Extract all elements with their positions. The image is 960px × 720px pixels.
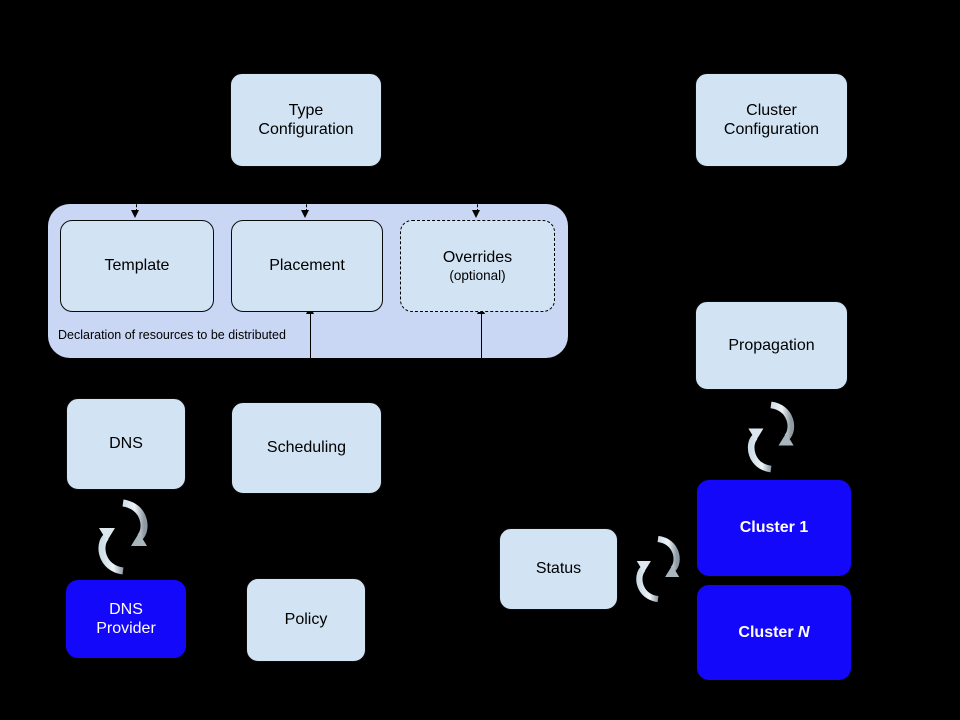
node-status[interactable]: Status	[499, 528, 618, 610]
sync-arrows-icon-dns	[88, 496, 158, 578]
node-cluster-1-label: Cluster 1	[739, 519, 809, 537]
node-dns[interactable]: DNS	[66, 398, 186, 490]
sync-arrows-icon-status	[627, 530, 689, 608]
federated-container-caption: Declaration of resources to be distribut…	[58, 328, 286, 342]
node-cluster-1[interactable]: Cluster 1	[697, 480, 851, 576]
node-cluster-configuration[interactable]: Cluster Configuration	[695, 73, 848, 167]
connector-policy-to-overrides	[481, 313, 482, 358]
connector-type-config-to-placement	[306, 190, 307, 212]
node-policy-label: Policy	[284, 611, 328, 629]
node-cluster-n[interactable]: Cluster N	[697, 585, 851, 680]
node-propagation-label: Propagation	[728, 336, 815, 354]
node-cluster-n-label: Cluster N	[738, 623, 810, 641]
node-cluster-configuration-label: Cluster Configuration	[723, 101, 820, 138]
arrowhead-overrides	[472, 210, 480, 218]
node-type-configuration-label: Type Configuration	[258, 101, 354, 138]
arrowhead-template	[131, 210, 139, 218]
node-dns-provider[interactable]: DNS Provider	[66, 580, 186, 658]
connector-scheduling-to-placement	[310, 313, 311, 358]
node-policy[interactable]: Policy	[246, 578, 366, 662]
node-placement-label: Placement	[269, 257, 345, 275]
node-status-label: Status	[535, 560, 582, 578]
node-placement[interactable]: Placement	[231, 220, 383, 312]
node-scheduling[interactable]: Scheduling	[231, 402, 382, 494]
node-overrides[interactable]: Overrides (optional)	[400, 220, 555, 312]
connector-type-config-to-template	[136, 190, 137, 212]
arrowhead-placement	[301, 210, 309, 218]
node-type-configuration[interactable]: Type Configuration	[230, 73, 382, 167]
node-template[interactable]: Template	[60, 220, 214, 312]
node-scheduling-label: Scheduling	[266, 439, 347, 457]
node-propagation[interactable]: Propagation	[695, 301, 848, 390]
node-overrides-sublabel: (optional)	[449, 267, 506, 283]
node-dns-label: DNS	[109, 435, 143, 453]
node-dns-provider-label: DNS Provider	[96, 600, 156, 637]
connector-type-config-to-overrides	[477, 190, 478, 212]
node-overrides-label: Overrides	[442, 249, 513, 267]
node-template-label: Template	[104, 257, 170, 275]
sync-arrows-icon-propagation	[738, 398, 804, 476]
